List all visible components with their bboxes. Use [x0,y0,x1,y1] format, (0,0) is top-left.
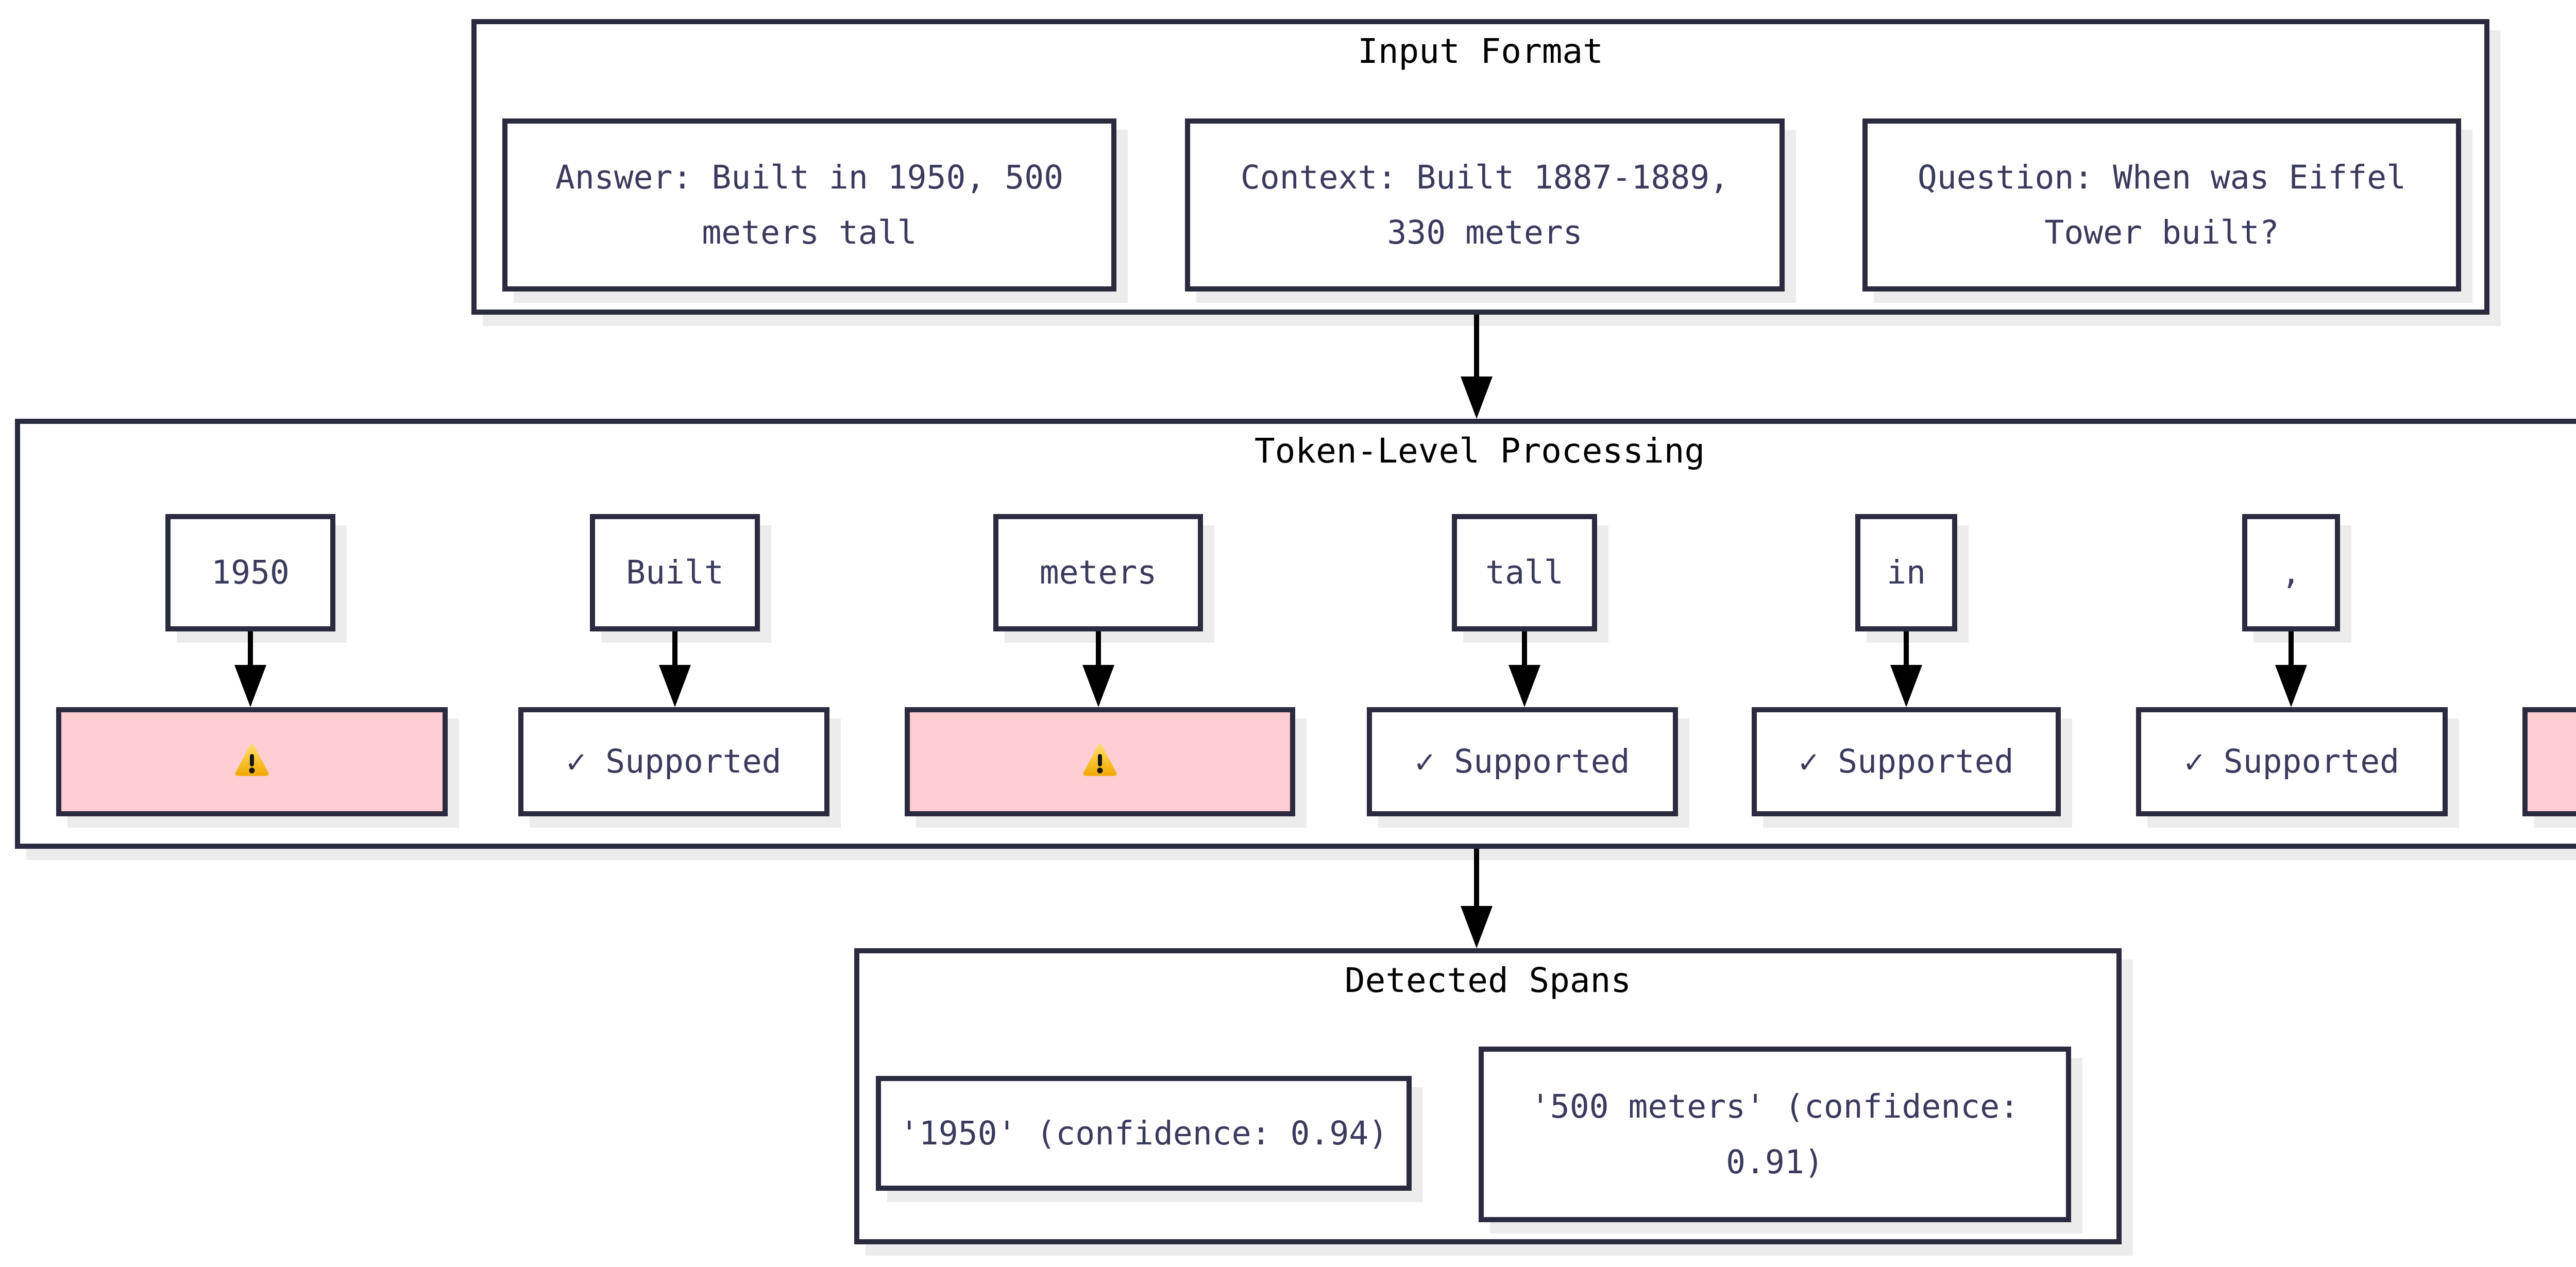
token-box-1950: 1950 [165,514,335,631]
down-arrow-line [1474,315,1479,380]
token-label: 1950 [211,554,290,592]
answer-box: Answer: Built in 1950, 500 meters tall [502,118,1116,292]
token-label: , [2281,554,2301,592]
down-arrow-line [1522,631,1527,667]
token-label: tall [1485,554,1564,592]
down-arrow-line [672,631,677,667]
token-label: meters [1039,554,1157,592]
span-box-1950: '1950' (confidence: 0.94) [876,1076,1412,1191]
status-box-warning-meters [905,707,1295,816]
down-arrow-head [234,665,266,707]
status-box-warning-1950 [56,707,448,816]
context-box: Context: Built 1887-1889, 330 meters [1185,118,1785,292]
status-label: ✓ Supported [566,743,782,781]
status-box-supported-comma: ✓ Supported [2136,707,2448,816]
down-arrow-head [659,665,691,707]
status-label: ✓ Supported [1799,743,2014,781]
status-box-supported-built: ✓ Supported [518,707,829,816]
warning-icon [235,744,269,776]
context-text: Context: Built 1887-1889, 330 meters [1240,158,1730,251]
answer-text: Answer: Built in 1950, 500 meters tall [555,158,1064,251]
input-format-title: Input Format [1358,31,1603,71]
down-arrow-head [1461,376,1493,419]
warning-icon [1083,744,1117,776]
span-text: '1950' (confidence: 0.94) [899,1114,1388,1152]
detected-spans-title: Detected Spans [1344,961,1632,1000]
status-box-supported-in: ✓ Supported [1752,707,2061,816]
status-box-supported-tall: ✓ Supported [1367,707,1678,816]
token-processing-section: Token-Level Processing 1950 Built ✓ Supp… [15,419,2576,849]
down-arrow-line [1096,631,1101,667]
question-text: Question: When was Eiffel Tower built? [1917,158,2406,251]
down-arrow-head [1082,665,1114,707]
down-arrow-line [248,631,253,667]
down-arrow-line [1474,849,1479,908]
token-box-comma: , [2242,514,2340,631]
down-arrow-line [1904,631,1909,667]
status-box-warning-500 [2522,707,2576,816]
token-box-built: Built [590,514,760,631]
down-arrow-head [1461,906,1493,948]
token-processing-title: Token-Level Processing [1254,431,1705,471]
token-box-in: in [1855,514,1957,631]
span-box-500-meters: '500 meters' (confidence: 0.91) [1479,1047,2071,1222]
token-label: in [1887,554,1926,592]
token-box-meters: meters [993,514,1203,631]
down-arrow-head [1890,665,1922,707]
down-arrow-line [2289,631,2294,667]
detected-spans-section: Detected Spans '1950' (confidence: 0.94)… [854,948,2122,1244]
input-format-section: Input Format Answer: Built in 1950, 500 … [471,19,2489,315]
token-box-tall: tall [1452,514,1597,631]
question-box: Question: When was Eiffel Tower built? [1862,118,2461,292]
token-label: Built [626,554,724,592]
status-label: ✓ Supported [1415,743,1630,781]
span-text: '500 meters' (confidence: 0.91) [1530,1088,2020,1181]
down-arrow-head [1509,665,1540,707]
down-arrow-head [2275,665,2307,707]
status-label: ✓ Supported [2184,743,2400,781]
